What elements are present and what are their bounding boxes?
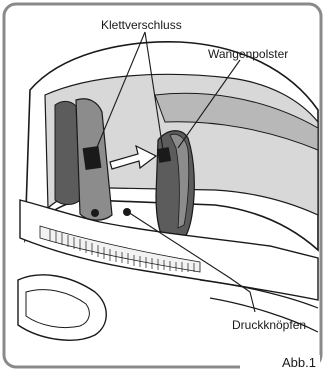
label-cheek-pad: Wangenpolster [208, 47, 288, 61]
figure-caption: Abb.1 [282, 355, 316, 370]
snap-button-2 [123, 208, 131, 216]
velcro-patch-shell [83, 146, 102, 170]
velcro-patch-pad [157, 147, 171, 163]
snap-button-1 [91, 209, 99, 217]
label-snaps: Druckknöpfen [232, 318, 306, 332]
label-velcro: Klettverschluss [101, 18, 182, 32]
